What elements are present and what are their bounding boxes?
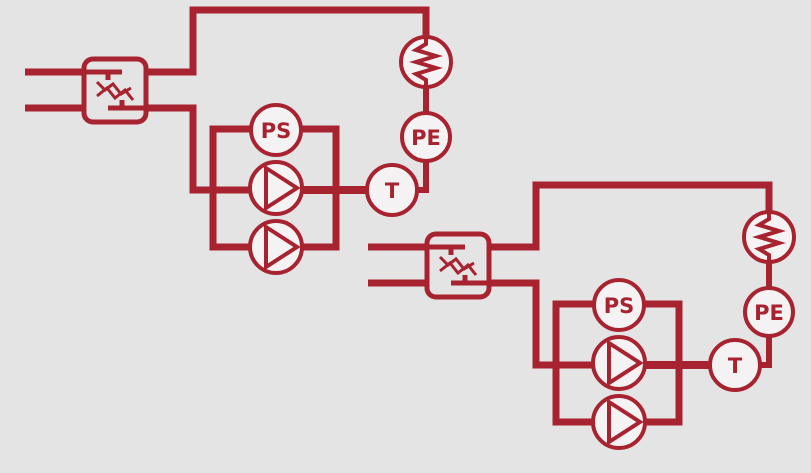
pressure-switch: PS xyxy=(592,278,646,332)
circuit-2: PE T PS xyxy=(368,185,796,450)
heat-exchanger-icon xyxy=(81,56,149,125)
pump-icon xyxy=(248,160,304,216)
temperature-sensor-label: T xyxy=(385,179,400,203)
pressure-switch-label: PS xyxy=(261,119,292,143)
pressure-sensor: PE xyxy=(743,286,795,338)
heater-icon xyxy=(399,35,453,89)
pump-icon xyxy=(248,219,304,275)
pump-icon xyxy=(591,335,647,391)
heater-icon xyxy=(742,210,796,264)
pressure-sensor-label: PE xyxy=(754,301,784,325)
temperature-sensor-label: T xyxy=(728,354,743,378)
pressure-switch-label: PS xyxy=(604,294,635,318)
temperature-sensor: T xyxy=(708,338,762,392)
pressure-sensor: PE xyxy=(400,111,452,163)
circuit-1: PE T PS xyxy=(25,10,453,275)
pump-icon xyxy=(591,394,647,450)
temperature-sensor: T xyxy=(365,163,419,217)
heat-exchanger-icon xyxy=(424,231,492,300)
pressure-sensor-label: PE xyxy=(411,126,441,150)
pressure-switch: PS xyxy=(249,103,303,157)
